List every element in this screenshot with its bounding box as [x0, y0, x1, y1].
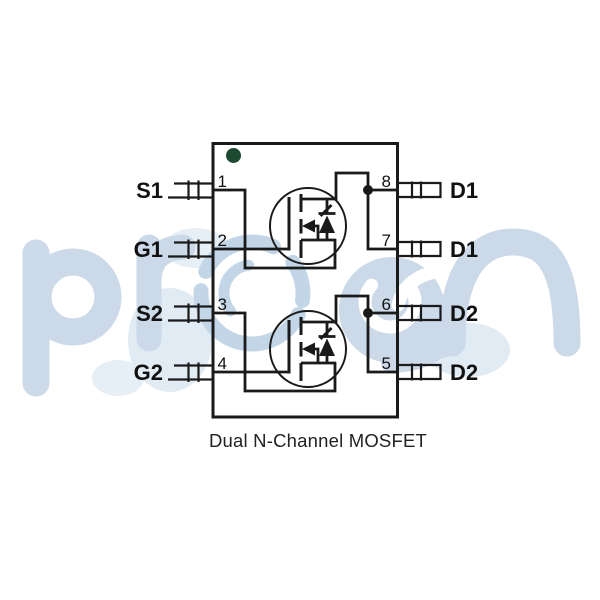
- mosfet-q2: [213, 294, 397, 393]
- pin-8-lead: [397, 181, 442, 199]
- pin-1: S1 1: [136, 172, 227, 203]
- pin-5-lead: [397, 363, 442, 381]
- pin-3: S2 3: [136, 295, 227, 326]
- pin-6-label: D2: [450, 301, 478, 326]
- q1-symbol-circle: [269, 187, 347, 265]
- q2-body-diode: [318, 322, 336, 363]
- pin-7-label: D1: [450, 237, 478, 262]
- pin-4: G2 4: [134, 354, 227, 385]
- pin-7: D1 7: [382, 231, 479, 262]
- pin-7-number: 7: [382, 231, 391, 250]
- pin-8-label: D1: [450, 178, 478, 203]
- figure-caption: Dual N-Channel MOSFET: [209, 430, 427, 451]
- pin-4-number: 4: [218, 354, 227, 373]
- q1-drain-junction-dot: [363, 185, 373, 195]
- pin-1-lead: [168, 180, 213, 200]
- pin-2-number: 2: [218, 231, 227, 250]
- pin-2-lead: [168, 239, 213, 259]
- pin-2-label: G1: [134, 237, 163, 262]
- pin-7-lead: [397, 240, 442, 258]
- pin-3-lead: [168, 303, 213, 323]
- watermark-letters: [22, 228, 581, 397]
- pin-5-label: D2: [450, 360, 478, 385]
- pin-8: D1 8: [382, 172, 479, 203]
- pin-3-number: 3: [218, 295, 227, 314]
- q1-body-arrow: [302, 219, 320, 240]
- mosfet-q1: [213, 171, 397, 270]
- pin-1-indicator-dot-icon: [226, 148, 241, 163]
- pin-1-label: S1: [136, 178, 163, 203]
- pin-5-number: 5: [382, 354, 391, 373]
- pin-4-lead: [168, 362, 213, 382]
- pin-6: D2 6: [382, 295, 479, 326]
- pin-8-number: 8: [382, 172, 391, 191]
- pin-4-label: G2: [134, 360, 163, 385]
- pin-6-lead: [397, 304, 442, 322]
- chip-body: [211, 142, 399, 419]
- q2-body-arrow: [302, 342, 320, 363]
- pin-2: G1 2: [134, 231, 227, 262]
- q1-body-diode: [318, 199, 336, 240]
- pin-1-number: 1: [218, 172, 227, 191]
- q2-symbol-circle: [269, 310, 347, 388]
- pin-3-label: S2: [136, 301, 163, 326]
- q2-drain-junction-dot: [363, 308, 373, 318]
- pin-6-number: 6: [382, 295, 391, 314]
- pin-5: D2 5: [382, 354, 479, 385]
